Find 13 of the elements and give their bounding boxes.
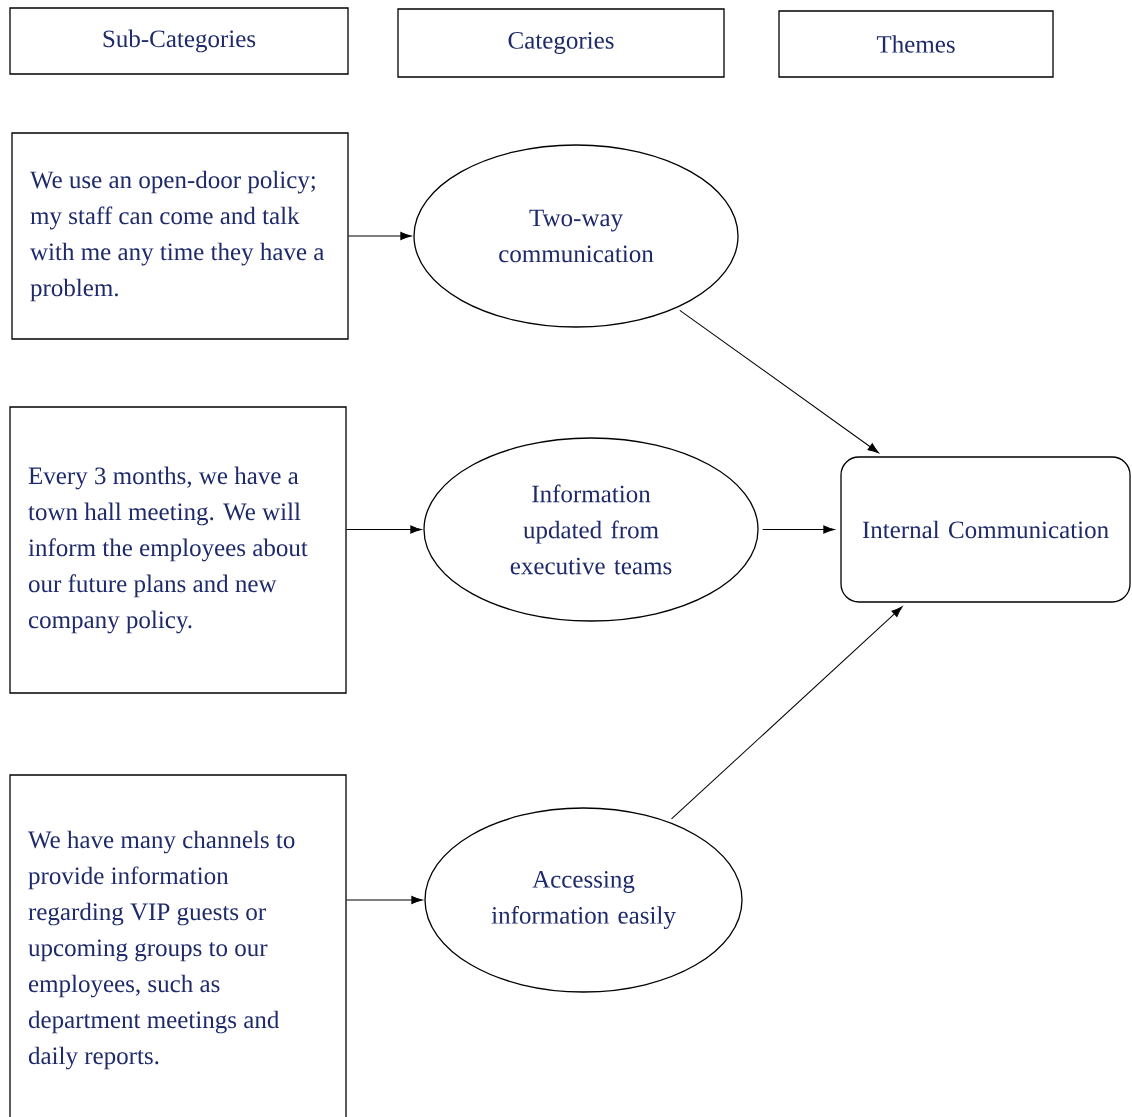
- quote-box: We use an open-door policy; my staff can come and talk with me any time they have a problem.: [11, 132, 349, 340]
- header-box: Categories: [397, 8, 725, 78]
- quote-box: We have many channels to provide information regarding VIP guests or upcoming groups to our employees, such as department meetings and daily reports.: [9, 774, 347, 1117]
- arrow: [671, 606, 903, 820]
- arrow: [762, 525, 835, 534]
- arrow: [348, 231, 412, 241]
- arrow: [346, 895, 423, 905]
- arrow: [679, 309, 879, 454]
- header-box: Sub-Categories: [9, 7, 349, 75]
- quote-box: Every 3 months, we have a town hall meeting. We will inform the employees about our future plans and new company policy.: [9, 406, 347, 694]
- header-box: Themes: [778, 10, 1054, 78]
- arrow: [346, 525, 422, 534]
- theme-box: Internal Communication: [840, 456, 1131, 603]
